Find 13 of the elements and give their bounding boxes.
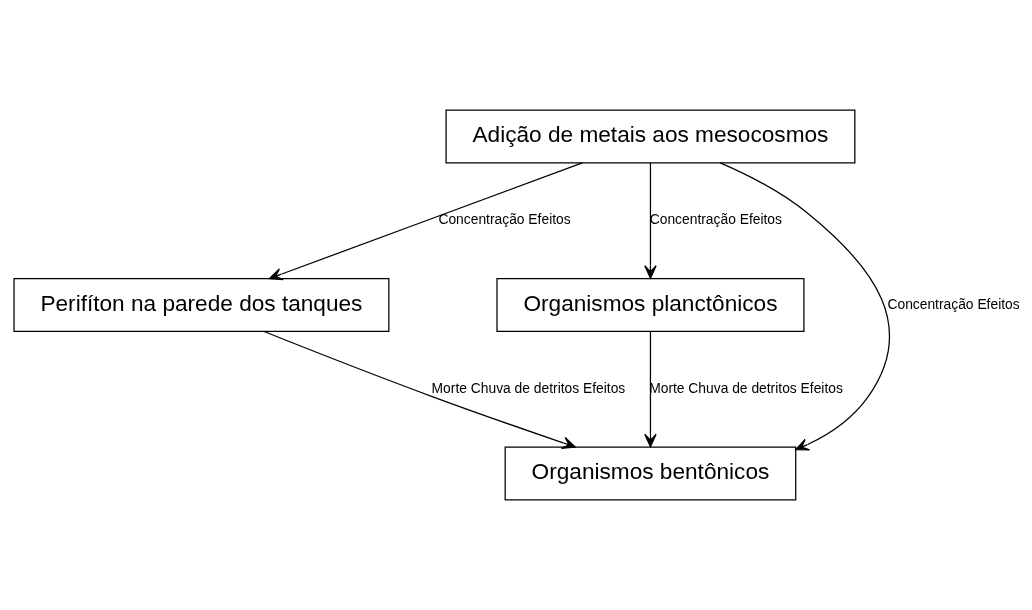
arrow [643,162,657,279]
node-box: Organismos planctônicos [495,277,804,333]
node-box: Perifíton na parede dos tanques [12,277,389,333]
edge-label: Concentração Efeitos [649,211,782,228]
node-box: Organismos bentônicos [504,446,796,501]
arrow [268,162,583,281]
arrow [643,330,657,448]
arrow [262,330,576,449]
edge-label: Morte Chuva de detritos Efeitos [431,379,625,396]
edge-label: Concentração Efeitos [437,211,571,228]
edge-label: Concentração Efeitos [886,295,1020,312]
arrow [719,162,890,451]
node-box: Adição de metais aos mesocosmos [444,109,855,164]
